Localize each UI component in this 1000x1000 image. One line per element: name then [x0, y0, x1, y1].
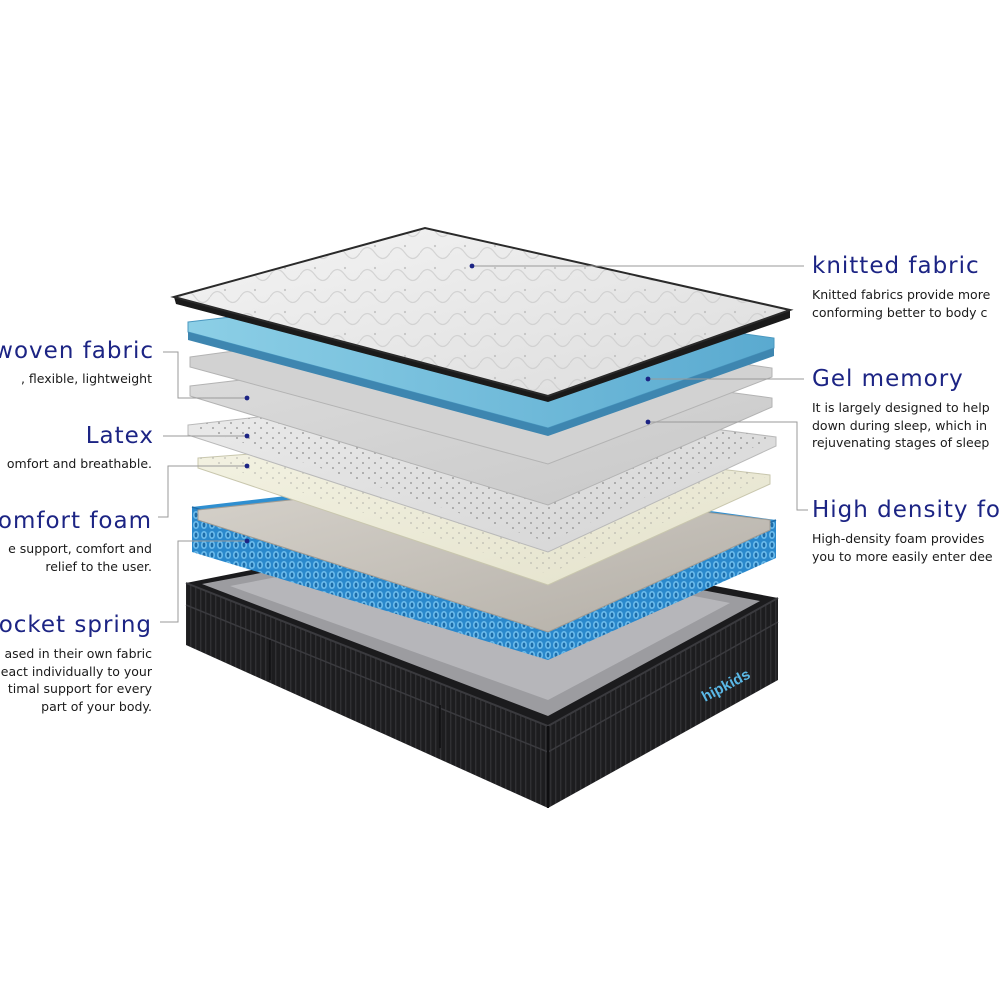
comfort-foam-title: omfort foam: [0, 508, 152, 534]
latex-title: Latex: [85, 423, 154, 449]
nonwoven-fabric-description: , flexible, lightweight: [20, 371, 152, 386]
dot-density: [645, 419, 651, 425]
knitted-fabric-top-layer: [170, 226, 794, 402]
pocket-spring-title: ocket spring: [0, 612, 152, 638]
leader-nonwoven: [163, 351, 247, 399]
gel-memory-title: Gel memory: [812, 366, 964, 392]
nonwoven-fabric-title: woven fabric: [0, 338, 154, 364]
leader-density: [648, 421, 808, 511]
leader-dots: [244, 263, 651, 544]
dot-pocket: [244, 538, 250, 544]
knitted-fabric-description: Knitted fabrics provide more conforming …: [812, 287, 991, 320]
dot-nonwoven: [244, 395, 250, 401]
high-density-foam-description: High-density foam provides you to more e…: [812, 531, 993, 564]
dot-knitted: [469, 263, 475, 269]
latex-description: omfort and breathable.: [6, 456, 152, 471]
comfort-foam-description: e support, comfort and relief to the use…: [8, 541, 152, 574]
leader-lines: [158, 265, 808, 623]
leader-pocket: [160, 540, 247, 623]
gel-memory-description: It is largely designed to help down duri…: [812, 400, 990, 450]
dot-comfort: [244, 463, 250, 469]
pocket-spring-description: ased in their own fabric eact individual…: [0, 646, 152, 714]
dot-gel: [645, 376, 651, 382]
high-density-foam-title: High density fo: [812, 497, 1000, 523]
leader-comfort: [158, 465, 247, 518]
dot-latex: [244, 433, 250, 439]
knitted-fabric-title: knitted fabric: [812, 253, 980, 279]
